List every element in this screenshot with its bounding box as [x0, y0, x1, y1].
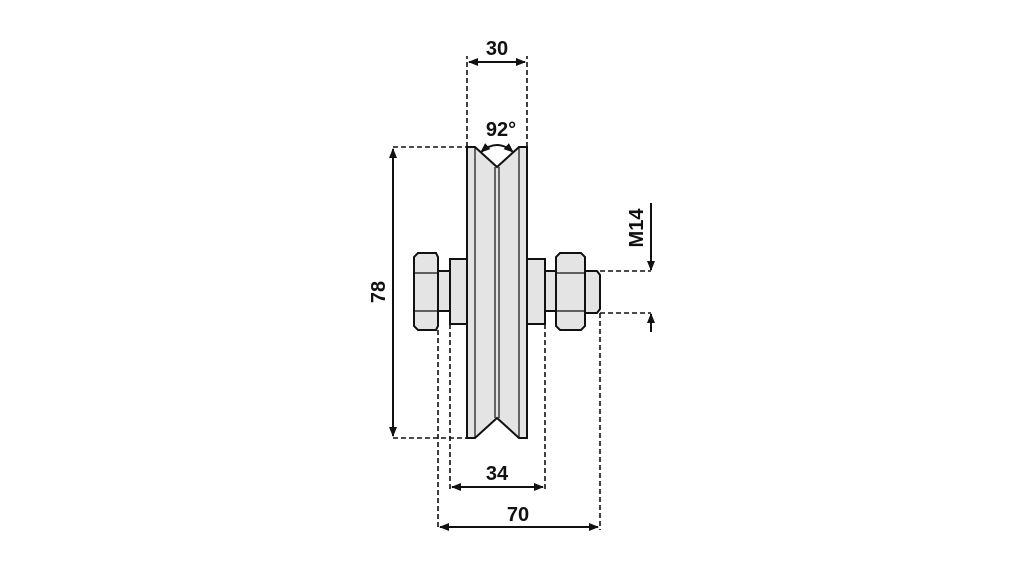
label-diameter: 78	[368, 281, 390, 303]
hex-nut	[555, 252, 586, 331]
label-groove-angle: 92°	[486, 119, 516, 141]
left-bushing	[449, 258, 468, 325]
right-bushing	[526, 258, 546, 325]
label-groove-width: 30	[486, 38, 508, 60]
dim-arc-groove-angle	[480, 143, 514, 153]
bolt-head	[413, 252, 439, 331]
extension-lines	[393, 56, 651, 530]
v-groove-wheel	[466, 146, 528, 439]
label-total-width: 70	[507, 504, 529, 526]
label-hub-width: 34	[486, 463, 509, 485]
label-thread: M14	[626, 208, 648, 248]
